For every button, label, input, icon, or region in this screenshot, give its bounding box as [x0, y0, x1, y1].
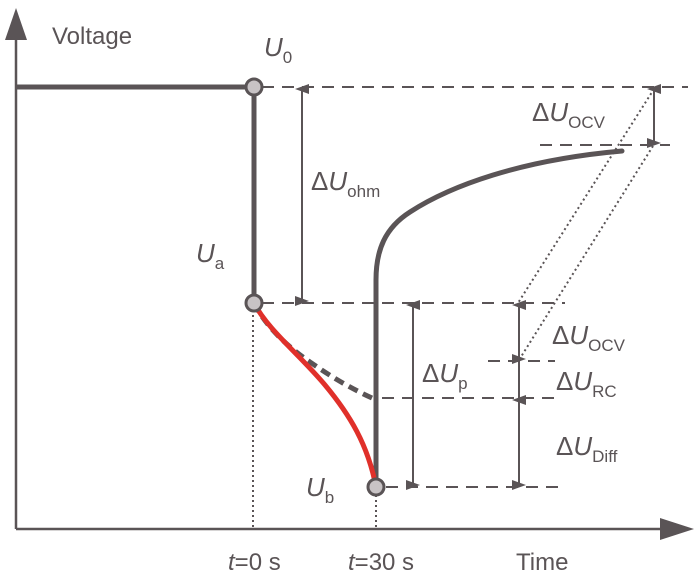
delta-u-ohm-label: ΔUohm	[311, 166, 380, 201]
delta-u-ocv-low-label: ΔUOCV	[552, 320, 626, 355]
y-axis-label: Voltage	[52, 23, 132, 50]
u0-label: U0	[264, 32, 292, 67]
x-axis-label: Time	[516, 549, 568, 576]
rc-extrapolation-curve	[251, 301, 374, 401]
delta-u-diff-label: ΔUDiff	[556, 431, 618, 466]
x-axis-arrow-icon	[660, 518, 694, 540]
ocv-projection-line-2	[518, 145, 654, 361]
ua-label: Ua	[196, 238, 225, 273]
y-axis-arrow-icon	[5, 8, 27, 40]
delta-u-rc-label: ΔURC	[556, 366, 617, 401]
delta-u-ocv-top-label: ΔUOCV	[532, 97, 606, 132]
u0-marker	[244, 77, 264, 97]
delta-u-p-label: ΔUp	[422, 358, 468, 393]
t30-label: t=30 s	[348, 549, 414, 576]
t0-label: t=0 s	[228, 549, 281, 576]
ub-label: Ub	[306, 472, 334, 507]
ub-marker	[366, 477, 386, 497]
ua-marker	[244, 293, 264, 313]
voltage-trace-recovery	[373, 148, 625, 490]
ocv-projection-line-1	[517, 88, 655, 304]
discharge-curve	[251, 301, 379, 488]
